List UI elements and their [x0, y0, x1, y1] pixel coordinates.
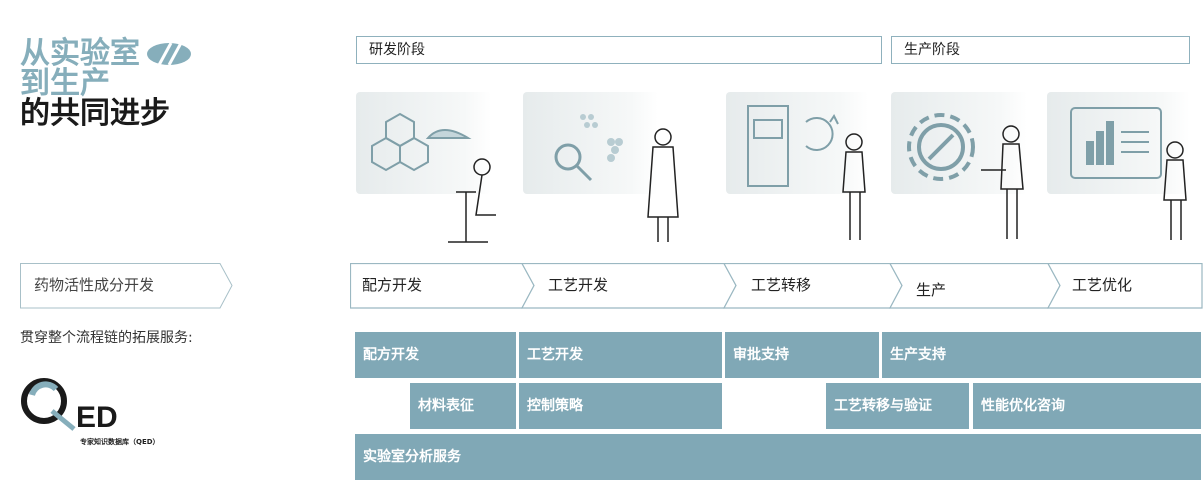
title-line-3: 的共同进步 [20, 96, 170, 131]
api-development-label: 药物活性成分开发 [34, 276, 155, 294]
process-step-optimization: 工艺优化 [1072, 276, 1133, 294]
service-lab-analytics: 实验室分析服务 [355, 434, 1201, 480]
illustration-analysis [523, 92, 679, 242]
process-step-production: 生产 [916, 281, 947, 299]
illustration-chemistry [356, 92, 496, 243]
service-control-strategy: 控制策略 [519, 383, 722, 429]
magnifier-scientist-icon [554, 114, 679, 242]
gear-worker-icon [907, 113, 1024, 239]
process-step-process-dev: 工艺开发 [548, 276, 609, 294]
illustration-production [891, 92, 1027, 239]
logo-icon [147, 42, 191, 66]
qed-caption: 专家知识数据库（QED） [80, 438, 160, 446]
api-development-box [20, 263, 233, 309]
service-regulatory: 审批支持 [725, 332, 879, 378]
service-material-characterization: 材料表征 [410, 383, 516, 429]
process-step-transfer: 工艺转移 [751, 276, 812, 294]
service-process-dev: 工艺开发 [519, 332, 722, 378]
phase-rd: 研发阶段 [356, 36, 882, 64]
molecule-microscope-icon [371, 112, 496, 243]
services-heading: 贯穿整个流程链的拓展服务: [20, 330, 193, 346]
qed-logo: ED [21, 378, 118, 434]
service-optimization-consulting: 性能优化咨询 [973, 383, 1201, 429]
process-step-formulation: 配方开发 [362, 276, 423, 294]
process-chevron-bar [350, 263, 1203, 309]
service-formulation: 配方开发 [355, 332, 516, 378]
title-line-1: 从实验室 [20, 36, 140, 71]
svg-text:ED: ED [76, 401, 118, 434]
equipment-transfer-icon [747, 105, 866, 240]
illustration-transfer [726, 92, 868, 240]
service-transfer-validation: 工艺转移与验证 [826, 383, 969, 429]
title-line-2: 到生产 [20, 66, 110, 101]
phase-production: 生产阶段 [891, 36, 1190, 64]
service-production-support: 生产支持 [882, 332, 1201, 378]
illustration-optimization [1047, 92, 1190, 240]
dashboard-presenter-icon [1070, 107, 1187, 240]
